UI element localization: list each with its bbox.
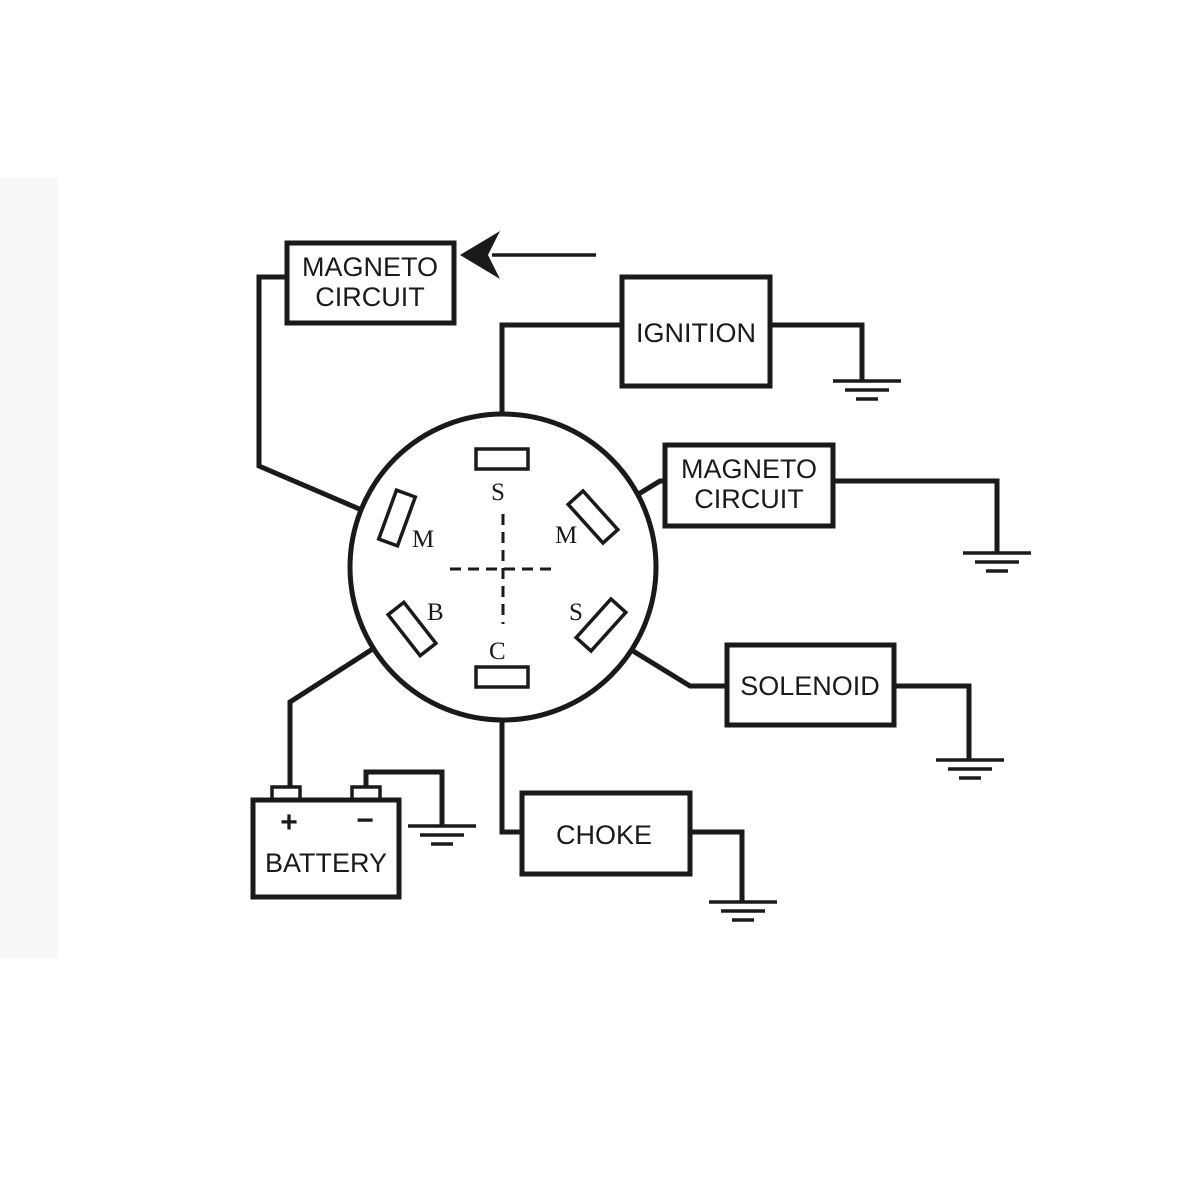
terminal-s-right <box>573 596 629 654</box>
wire-battery-positive <box>287 640 384 789</box>
terminal-label-m-left: M <box>412 526 434 553</box>
ignition-label: IGNITION <box>636 318 756 348</box>
choke-label: CHOKE <box>556 820 652 850</box>
battery-minus-sign: − <box>356 804 374 837</box>
magneto-right-line2: CIRCUIT <box>694 484 804 514</box>
wire-solenoid <box>618 640 728 689</box>
magneto-right-line1: MAGNETO <box>681 454 817 484</box>
terminal-m-right <box>565 488 621 546</box>
ground-symbol-magneto-right-icon <box>963 551 1031 573</box>
terminal-label-s-top: S <box>491 479 505 506</box>
wire-magneto-right-ground <box>832 478 1000 553</box>
ignition-box <box>619 274 773 389</box>
ground-symbol-choke-icon <box>709 900 777 922</box>
terminal-label-b: B <box>427 599 444 626</box>
terminal-b <box>385 599 439 659</box>
magneto-circuit-right-box <box>662 442 836 529</box>
battery-label: BATTERY <box>265 848 387 878</box>
terminal-c <box>474 665 530 689</box>
wire-ignition-ground <box>770 322 865 381</box>
wire-magneto-left <box>256 274 386 523</box>
terminal-s-top <box>474 447 530 471</box>
wire-choke-ground <box>690 829 745 902</box>
terminal-label-s-right: S <box>569 599 583 626</box>
left-edge-strip <box>0 178 58 958</box>
choke-box <box>519 790 693 877</box>
solenoid-box <box>724 642 897 728</box>
terminal-m-left <box>376 487 418 549</box>
wire-ignition <box>499 322 624 448</box>
magneto-left-line2: CIRCUIT <box>315 282 425 312</box>
wire-solenoid-ground <box>894 683 972 760</box>
ground-symbol-ignition-icon <box>833 379 901 401</box>
wire-choke <box>499 685 524 835</box>
terminal-label-m-right: M <box>555 522 577 549</box>
ground-symbol-battery-icon <box>408 824 476 846</box>
magneto-left-line1: MAGNETO <box>302 252 438 282</box>
solenoid-label: SOLENOID <box>740 671 880 701</box>
wire-battery-negative-ground <box>363 769 445 826</box>
ground-symbol-solenoid-icon <box>936 758 1004 780</box>
arrow-head-icon <box>460 231 500 279</box>
battery-plus-sign: + <box>280 806 298 839</box>
terminal-label-c: C <box>489 638 506 665</box>
magneto-circuit-left-box <box>284 240 457 326</box>
battery-box <box>250 797 402 900</box>
